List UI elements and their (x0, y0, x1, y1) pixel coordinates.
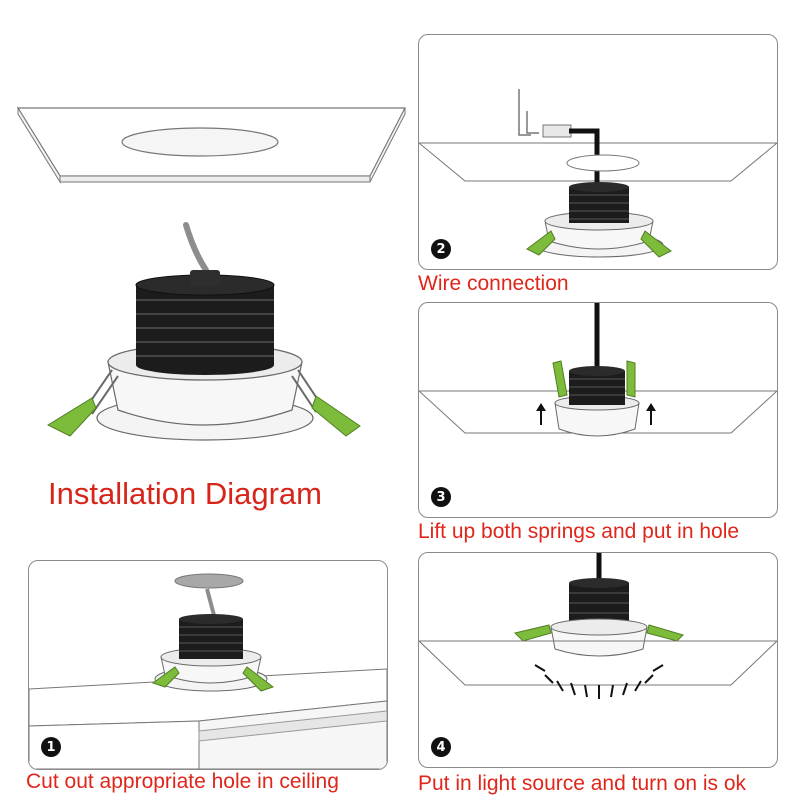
spring-right (626, 360, 636, 398)
power-wire (205, 588, 217, 620)
downlight-fixture (552, 360, 640, 437)
step-4-caption: Put in light source and turn on is ok (418, 772, 747, 795)
light-rays (534, 664, 664, 699)
step-2-badge: 2 (431, 239, 451, 259)
spring-right (640, 230, 672, 258)
spring-left (514, 624, 552, 642)
spring-left (552, 360, 568, 398)
spring-right (646, 624, 684, 642)
ceiling-corner (29, 668, 387, 769)
downlight-fixture (46, 270, 361, 441)
step-3-illustration (419, 303, 777, 437)
spring-left (46, 369, 119, 437)
spring-right (242, 666, 275, 692)
step-3-caption: Lift up both springs and put in hole (418, 520, 740, 543)
step-2-illustration (419, 89, 777, 258)
downlight-fixture (151, 614, 275, 692)
step-1-badge: 1 (41, 737, 61, 757)
power-wire (183, 222, 209, 273)
step-2-caption: Wire connection (418, 272, 569, 295)
diagram-title: Installation Diagram (48, 476, 322, 511)
spring-right (291, 369, 361, 437)
step-4-badge: 4 (431, 737, 451, 757)
cut-out-disc (174, 573, 244, 589)
downlight-fixture (526, 182, 672, 258)
ceiling-slab (16, 106, 406, 184)
step-3-badge: 3 (431, 487, 451, 507)
step-4-illustration (419, 553, 777, 699)
spring-left (151, 666, 180, 688)
step-4-panel: 4 (418, 552, 778, 768)
step-2-panel: 2 (418, 34, 778, 270)
step-3-panel: 3 (418, 302, 778, 518)
lift-arrow-left (536, 403, 546, 425)
spring-left (526, 230, 556, 256)
step-1-panel: 1 (28, 560, 388, 770)
downlight-fixture (514, 578, 684, 657)
step-1-illustration (29, 573, 387, 769)
step-1-caption: Cut out appropriate hole in ceiling (26, 770, 339, 793)
overview-illustration (16, 106, 406, 441)
ceiling-hole (121, 127, 279, 157)
lift-arrow-right (646, 403, 656, 425)
heatsink (135, 270, 275, 375)
